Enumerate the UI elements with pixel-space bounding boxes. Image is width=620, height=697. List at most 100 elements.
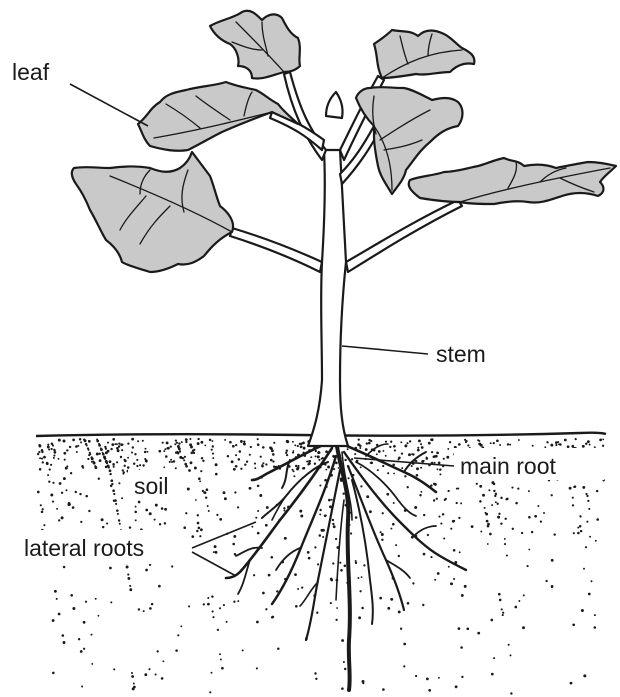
soil-dot — [330, 578, 333, 581]
soil-dot — [207, 505, 209, 507]
soil-dot — [403, 643, 406, 646]
soil-dot — [63, 641, 66, 644]
soil-dot — [510, 654, 512, 656]
soil-dot — [450, 528, 452, 530]
soil-dot — [336, 607, 338, 609]
soil-dot — [306, 460, 308, 462]
soil-dot — [319, 513, 321, 515]
soil-dot — [148, 668, 150, 670]
soil-dot — [417, 447, 419, 449]
soil-dot — [120, 443, 123, 446]
soil-dot — [496, 439, 499, 442]
soil-dot — [259, 494, 262, 497]
soil-dot — [555, 444, 557, 446]
soil-dot — [109, 469, 112, 472]
soil-dot — [588, 593, 591, 596]
soil-dot — [149, 607, 152, 610]
soil-dot — [551, 494, 553, 496]
soil-dot — [486, 520, 489, 523]
soil-dot — [149, 512, 152, 515]
soil-dot — [37, 491, 40, 494]
soil-dot — [407, 486, 409, 488]
soil-dot — [56, 508, 58, 510]
soil-dot — [478, 443, 481, 446]
soil-dot — [559, 443, 562, 446]
branch-right — [346, 200, 462, 272]
soil-dot — [253, 574, 255, 576]
soil-dot — [112, 489, 115, 492]
soil-dot — [583, 568, 585, 570]
soil-dot — [572, 623, 575, 626]
soil-dot — [532, 445, 534, 447]
soil-dot — [461, 594, 464, 597]
branch-left — [230, 228, 322, 272]
soil-dot — [133, 686, 136, 689]
soil-dot — [317, 455, 320, 458]
soil-dot — [116, 509, 119, 512]
soil-dot — [155, 673, 157, 675]
soil-dot — [379, 597, 382, 600]
soil-dot — [308, 557, 311, 560]
soil-dot — [426, 457, 429, 460]
soil-dot — [151, 603, 153, 605]
soil-dot — [256, 667, 258, 669]
soil-dot — [209, 439, 212, 442]
soil-dot — [163, 450, 165, 452]
lateral-root — [238, 560, 250, 594]
soil-dot — [166, 447, 168, 449]
soil-dot — [237, 506, 239, 508]
soil-dot — [497, 516, 500, 519]
soil-dot — [510, 692, 512, 694]
soil-dot — [257, 485, 260, 488]
soil-dot — [390, 598, 393, 601]
soil-dot — [193, 452, 195, 454]
soil-dot — [224, 497, 227, 500]
soil-dot — [202, 460, 204, 462]
soil-dot — [407, 602, 410, 605]
soil-dot — [505, 498, 507, 500]
soil-dot — [585, 493, 587, 495]
soil-dot — [265, 608, 267, 610]
soil-dot — [116, 443, 118, 445]
soil-dot — [518, 600, 520, 602]
soil-dot — [292, 450, 294, 452]
soil-dot — [434, 483, 437, 486]
soil-dot — [464, 585, 467, 588]
soil-dot — [325, 469, 327, 471]
soil-dot — [487, 543, 489, 545]
lateral-root — [336, 500, 344, 600]
soil-dot — [144, 458, 146, 460]
soil-dot — [404, 475, 406, 477]
soil-dot — [131, 672, 133, 674]
soil-dot — [354, 453, 356, 455]
soil-dot — [387, 472, 389, 474]
soil-dot — [497, 503, 499, 505]
soil-dot — [190, 451, 193, 454]
soil-dot — [589, 536, 591, 538]
soil-dot — [88, 440, 91, 443]
soil-dot — [479, 500, 482, 503]
soil-dot — [262, 462, 264, 464]
soil-dot — [360, 485, 362, 487]
soil-dot — [189, 438, 191, 440]
soil-dot — [109, 473, 111, 475]
soil-dot — [534, 515, 537, 518]
soil-dot — [487, 525, 490, 528]
soil-dot — [207, 603, 210, 606]
soil-dot — [395, 544, 397, 546]
soil-dot — [41, 458, 43, 460]
soil-dot — [344, 459, 346, 461]
soil-dot — [86, 445, 88, 447]
soil-dot — [209, 691, 211, 693]
soil-dot — [242, 649, 244, 651]
soil-dot — [444, 499, 446, 501]
soil-dot — [456, 488, 458, 490]
soil-dot — [500, 497, 502, 499]
soil-dot — [553, 533, 555, 535]
soil-dot — [398, 610, 401, 613]
soil-dot — [515, 502, 518, 505]
soil-dot — [211, 672, 213, 674]
soil-dot — [461, 676, 463, 678]
soil-dot — [277, 647, 279, 649]
soil-dot — [591, 580, 593, 582]
